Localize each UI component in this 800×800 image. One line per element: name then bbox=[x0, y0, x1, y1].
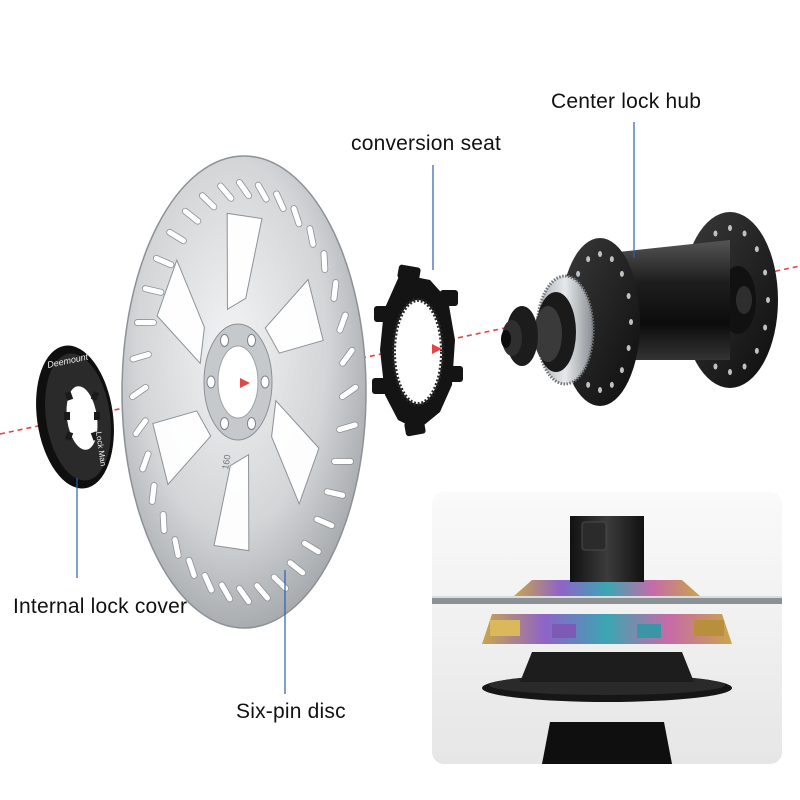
disc-bolt-hole bbox=[206, 375, 216, 389]
internal-lock-cover: Deemount Lock Man bbox=[36, 345, 114, 489]
disc-slot bbox=[181, 207, 202, 225]
disc-slot bbox=[198, 192, 218, 211]
disc-slot bbox=[270, 573, 290, 592]
flange-spoke-hole bbox=[728, 225, 732, 231]
disc-slot bbox=[253, 582, 271, 602]
disc-slot bbox=[139, 450, 152, 473]
flange-spoke-hole bbox=[619, 367, 624, 374]
disc-slot bbox=[330, 279, 340, 302]
flange-spoke-hole bbox=[763, 324, 768, 331]
flange-spoke-hole bbox=[766, 297, 770, 303]
flange-spoke-hole bbox=[576, 270, 581, 277]
disc-slot bbox=[148, 482, 158, 505]
flange-spoke-hole bbox=[586, 256, 591, 263]
disc-slot bbox=[331, 457, 354, 465]
flange-spoke-hole bbox=[742, 230, 747, 237]
flange-spoke-hole bbox=[629, 319, 633, 325]
flange-spoke-hole bbox=[626, 292, 631, 299]
disc-slot bbox=[185, 556, 198, 579]
disc-slot bbox=[313, 515, 336, 530]
disc-slot bbox=[129, 351, 152, 363]
disc-slot bbox=[134, 319, 157, 327]
disc-slot bbox=[323, 488, 347, 499]
disc-slot bbox=[171, 536, 182, 559]
six-pin-disc: 160 bbox=[121, 155, 367, 629]
disc-slot bbox=[129, 384, 150, 400]
disc-bolt-hole bbox=[220, 417, 229, 431]
inset-illustration bbox=[432, 492, 782, 764]
disc-slot bbox=[141, 285, 165, 296]
flange-spoke-hole bbox=[609, 381, 614, 388]
conversion-seat bbox=[372, 264, 463, 437]
disc-slot bbox=[152, 254, 175, 269]
disc-slot bbox=[166, 228, 187, 245]
disc-slot bbox=[254, 181, 270, 203]
disc-slot bbox=[218, 581, 234, 603]
disc-slot bbox=[336, 421, 359, 433]
disc-slot bbox=[273, 190, 287, 212]
disc-slot bbox=[336, 311, 349, 334]
disc-spoke-cutout bbox=[271, 399, 320, 506]
flange-spoke-hole bbox=[598, 251, 602, 257]
disc-bolt-hole bbox=[247, 417, 256, 431]
disc-slot bbox=[301, 539, 322, 556]
label-internal-lock-cover: Internal lock cover bbox=[13, 595, 188, 618]
disc-slot bbox=[132, 417, 149, 438]
flange-spoke-hole bbox=[586, 381, 591, 388]
label-center-lock-hub: Center lock hub bbox=[551, 90, 702, 113]
disc-slot bbox=[306, 225, 317, 248]
inset-photo bbox=[432, 492, 782, 764]
center-lock-hub bbox=[501, 212, 778, 406]
label-six-pin-disc: Six-pin disc bbox=[236, 700, 346, 723]
disc-bolt-hole bbox=[260, 375, 270, 389]
disc-slot bbox=[339, 346, 356, 367]
disc-bolt-hole bbox=[220, 333, 229, 347]
disc-spoke-cutout bbox=[156, 258, 205, 365]
disc-slot bbox=[236, 179, 252, 199]
disc-slot bbox=[236, 585, 252, 605]
flange-spoke-hole bbox=[728, 369, 732, 375]
flange-spoke-hole bbox=[754, 347, 759, 354]
label-conversion-seat: conversion seat bbox=[351, 132, 502, 155]
disc-slot bbox=[320, 250, 329, 273]
disc-slot bbox=[217, 182, 235, 202]
disc-slot bbox=[338, 384, 359, 400]
flange-spoke-hole bbox=[609, 256, 614, 263]
flange-spoke-hole bbox=[619, 270, 624, 277]
disc-slot bbox=[201, 572, 215, 594]
disc-slot bbox=[286, 559, 307, 577]
disc-bolt-hole bbox=[247, 333, 256, 347]
flange-spoke-hole bbox=[713, 363, 718, 370]
disc-spoke-cutout bbox=[264, 278, 324, 354]
disc-size: 160 bbox=[220, 454, 232, 471]
disc-spoke-cutout bbox=[152, 410, 212, 486]
disc-slot bbox=[290, 205, 303, 228]
axis-arrow bbox=[432, 344, 442, 354]
disc-slot bbox=[159, 511, 168, 534]
disc-spoke-cutout bbox=[213, 453, 250, 552]
flange-spoke-hole bbox=[763, 269, 768, 276]
axis-arrow bbox=[240, 378, 250, 388]
disc-spoke-cutout bbox=[226, 212, 263, 311]
flange-spoke-hole bbox=[713, 230, 718, 237]
flange-spoke-hole bbox=[598, 387, 602, 393]
flange-spoke-hole bbox=[626, 345, 631, 352]
flange-spoke-hole bbox=[754, 246, 759, 253]
flange-spoke-hole bbox=[742, 363, 747, 370]
